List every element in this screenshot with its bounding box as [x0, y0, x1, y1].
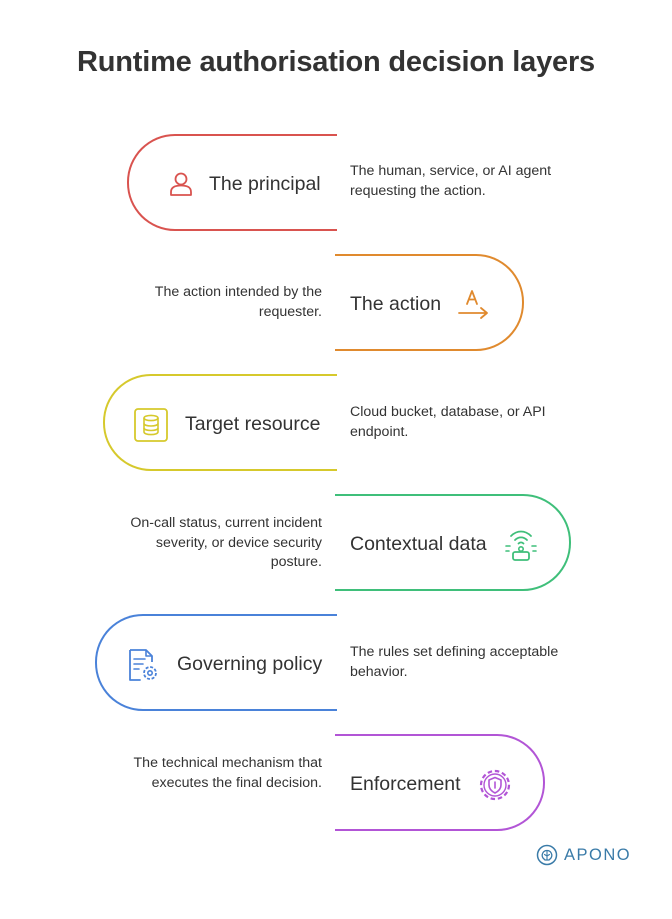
action-arrow-icon [458, 290, 488, 319]
person-icon [170, 172, 192, 196]
layer-action: The action [335, 254, 524, 351]
layer-description: On-call status, current incident severit… [130, 515, 322, 570]
database-icon [134, 408, 168, 442]
policy-gear-icon [129, 649, 157, 681]
brand-name: APONO [564, 845, 632, 864]
layer-label: Target resource [185, 413, 321, 435]
signal-device-icon [505, 530, 537, 561]
layer-description: The human, service, or AI agent requesti… [350, 163, 552, 199]
layer-description: The technical mechanism that executes th… [133, 755, 322, 791]
shield-gear-icon [479, 769, 511, 801]
page-title: Runtime authorisation decision layers [77, 46, 595, 78]
layer-enforcement: Enforcement [335, 734, 545, 831]
apono-brain-icon [536, 844, 558, 866]
layer-label: Enforcement [350, 773, 461, 795]
layer-label: The principal [209, 173, 321, 195]
layer-description: The rules set defining acceptable behavi… [350, 644, 559, 680]
layer-description: The action intended by the requester. [154, 284, 322, 320]
layer-target-resource: Target resource [103, 374, 337, 471]
layer-governing-policy: Governing policy [95, 614, 337, 711]
layer-description: Cloud bucket, database, or API endpoint. [350, 404, 546, 440]
layer-contextual-data: Contextual data [335, 494, 571, 591]
layer-principal: The principal [127, 134, 337, 231]
apono-logo: APONO [536, 843, 646, 867]
layer-label: The action [350, 293, 442, 315]
layer-label: Contextual data [350, 533, 487, 555]
layer-label: Governing policy [177, 653, 323, 675]
